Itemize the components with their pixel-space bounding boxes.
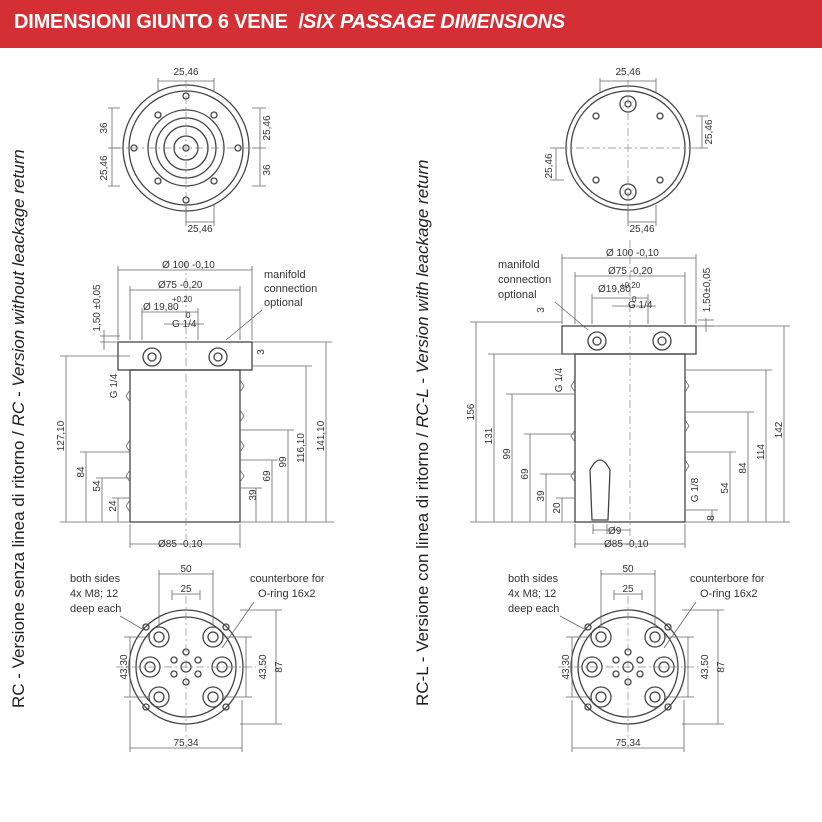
right-side-manifold-1: manifold xyxy=(498,259,540,271)
right-bottom-note-r2: O-ring 16x2 xyxy=(700,588,757,600)
right-top-dim-right: 25,46 xyxy=(704,119,715,144)
left-side-d85: Ø85 -0,10 xyxy=(158,539,203,550)
right-side-dim-156: 156 xyxy=(466,403,477,420)
left-top-dim-right-b: 36 xyxy=(262,164,273,176)
left-bottom-d4330: 43,30 xyxy=(119,654,130,679)
header-title-english: SIX PASSAGE DIMENSIONS xyxy=(303,11,565,33)
right-side-dim-114: 114 xyxy=(756,444,767,460)
left-bottom-note-l3: deep each xyxy=(70,603,121,615)
right-side-h3: 3 xyxy=(536,307,547,313)
right-side-d1980: Ø19,80 xyxy=(598,284,631,295)
right-side-d1980-tol-up: +0,20 xyxy=(620,281,641,290)
right-side-g14-side: G 1/4 xyxy=(554,367,565,392)
left-side-h150: 1,50 ±0,05 xyxy=(92,284,103,332)
left-side-manifold-3: optional xyxy=(264,297,303,309)
right-side-view: Ø 100 -0,10 Ø75 -0,20 +0,20 Ø19,80 0 G 1… xyxy=(466,240,790,550)
right-side-dim-99: 99 xyxy=(502,448,513,460)
right-side-dim-20: 20 xyxy=(552,502,563,514)
right-bottom-note-l1: both sides xyxy=(508,573,559,585)
left-bottom-d7534: 75,34 xyxy=(173,738,198,749)
right-top-dim-left: 25,46 xyxy=(544,153,555,178)
right-bottom-note-l2: 4x M8; 12 xyxy=(508,588,556,600)
left-side-dim-127: 127,10 xyxy=(56,420,67,451)
left-bottom-d25: 25 xyxy=(180,584,192,595)
left-top-dim-top: 25,46 xyxy=(173,67,198,78)
left-top-dim-bottom: 25,46 xyxy=(187,224,212,235)
left-side-dim-141: 141,10 xyxy=(316,420,327,451)
right-top-dim-bottom: 25,46 xyxy=(629,224,654,235)
right-side-g14-top: G 1/4 xyxy=(628,300,653,311)
left-bottom-note-l2: 4x M8; 12 xyxy=(70,588,118,600)
left-side-dim-24: 24 xyxy=(108,500,119,512)
header-title-italian: DIMENSIONI GIUNTO 6 VENE / xyxy=(14,11,304,33)
right-side-dim-131: 131 xyxy=(484,427,495,444)
right-side-d85: Ø85 -0,10 xyxy=(604,539,649,550)
right-side-dim-69: 69 xyxy=(520,468,531,480)
right-bottom-note-r1: counterbore for xyxy=(690,573,765,585)
left-side-g14-top: G 1/4 xyxy=(172,319,197,330)
left-side-dim-99: 99 xyxy=(278,456,289,468)
left-bottom-view: 50 25 43,30 43,50 87 75,34 both sides 4x… xyxy=(70,564,325,752)
left-top-dim-left-b: 25,46 xyxy=(99,155,110,180)
left-bottom-note-l1: both sides xyxy=(70,573,121,585)
left-side-dim-69: 69 xyxy=(262,470,273,482)
left-side-d1980-tol-dn: 0 xyxy=(186,311,191,320)
right-bottom-d25: 25 xyxy=(622,584,634,595)
right-top-view: 25,46 25,46 25,46 25,46 xyxy=(544,67,715,235)
right-side-dim-142: 142 xyxy=(774,421,785,438)
left-side-d1980: Ø 19,80 xyxy=(143,302,179,313)
right-side-manifold-3: optional xyxy=(498,289,537,301)
left-bottom-note-r2: O-ring 16x2 xyxy=(258,588,315,600)
right-bottom-d87: 87 xyxy=(716,661,727,673)
right-side-dim-39: 39 xyxy=(536,490,547,502)
right-side-dim-84: 84 xyxy=(738,462,749,474)
left-top-dim-right-a: 25,46 xyxy=(262,115,273,140)
right-side-h150: 1,50±0,05 xyxy=(702,267,713,312)
right-side-d1980-tol-dn: 0 xyxy=(632,295,637,304)
left-top-dim-left-a: 36 xyxy=(99,122,110,134)
left-bottom-note-r1: counterbore for xyxy=(250,573,325,585)
right-side-g18: G 1/8 xyxy=(690,477,701,502)
right-side-d75: Ø75 -0,20 xyxy=(608,266,653,277)
right-bottom-view: 50 25 43,30 43,50 87 75,34 both sides 4x… xyxy=(508,564,765,752)
right-side-dim-54: 54 xyxy=(720,482,731,494)
left-side-d100: Ø 100 -0,10 xyxy=(162,260,215,271)
right-bottom-d4350: 43,50 xyxy=(700,654,711,679)
left-side-manifold-2: connection xyxy=(264,283,317,295)
left-side-dim-84: 84 xyxy=(76,466,87,478)
right-bottom-d4330: 43,30 xyxy=(561,654,572,679)
right-side-d9: Ø9 xyxy=(608,526,622,537)
left-bottom-d87: 87 xyxy=(274,661,285,673)
left-side-view: Ø 100 -0,10 Ø75 -0,20 +0,20 Ø 19,80 0 G … xyxy=(56,260,334,550)
right-side-manifold-2: connection xyxy=(498,274,551,286)
left-side-dim-54: 54 xyxy=(92,480,103,492)
right-bottom-note-l3: deep each xyxy=(508,603,559,615)
header-banner: DIMENSIONI GIUNTO 6 VENE / SIX PASSAGE D… xyxy=(0,0,822,48)
right-side-d100: Ø 100 -0,10 xyxy=(606,248,659,259)
left-bottom-d4350: 43,50 xyxy=(258,654,269,679)
left-side-manifold-1: manifold xyxy=(264,269,306,281)
right-bottom-d50: 50 xyxy=(622,564,634,575)
left-top-view: 25,46 25,46 36 25,46 25,46 36 xyxy=(99,67,273,235)
left-side-g14-side: G 1/4 xyxy=(109,373,120,398)
left-side-d75: Ø75 -0,20 xyxy=(158,280,203,291)
right-side-dim-8: 8 xyxy=(706,515,717,521)
left-side-dim-116: 116,10 xyxy=(296,433,307,463)
left-side-h3: 3 xyxy=(256,349,267,355)
left-bottom-d50: 50 xyxy=(180,564,192,575)
right-top-dim-top: 25,46 xyxy=(615,67,640,78)
right-bottom-d7534: 75,34 xyxy=(615,738,640,749)
left-side-dim-39: 39 xyxy=(248,489,259,501)
left-side-d1980-tol-up: +0,20 xyxy=(172,295,193,304)
